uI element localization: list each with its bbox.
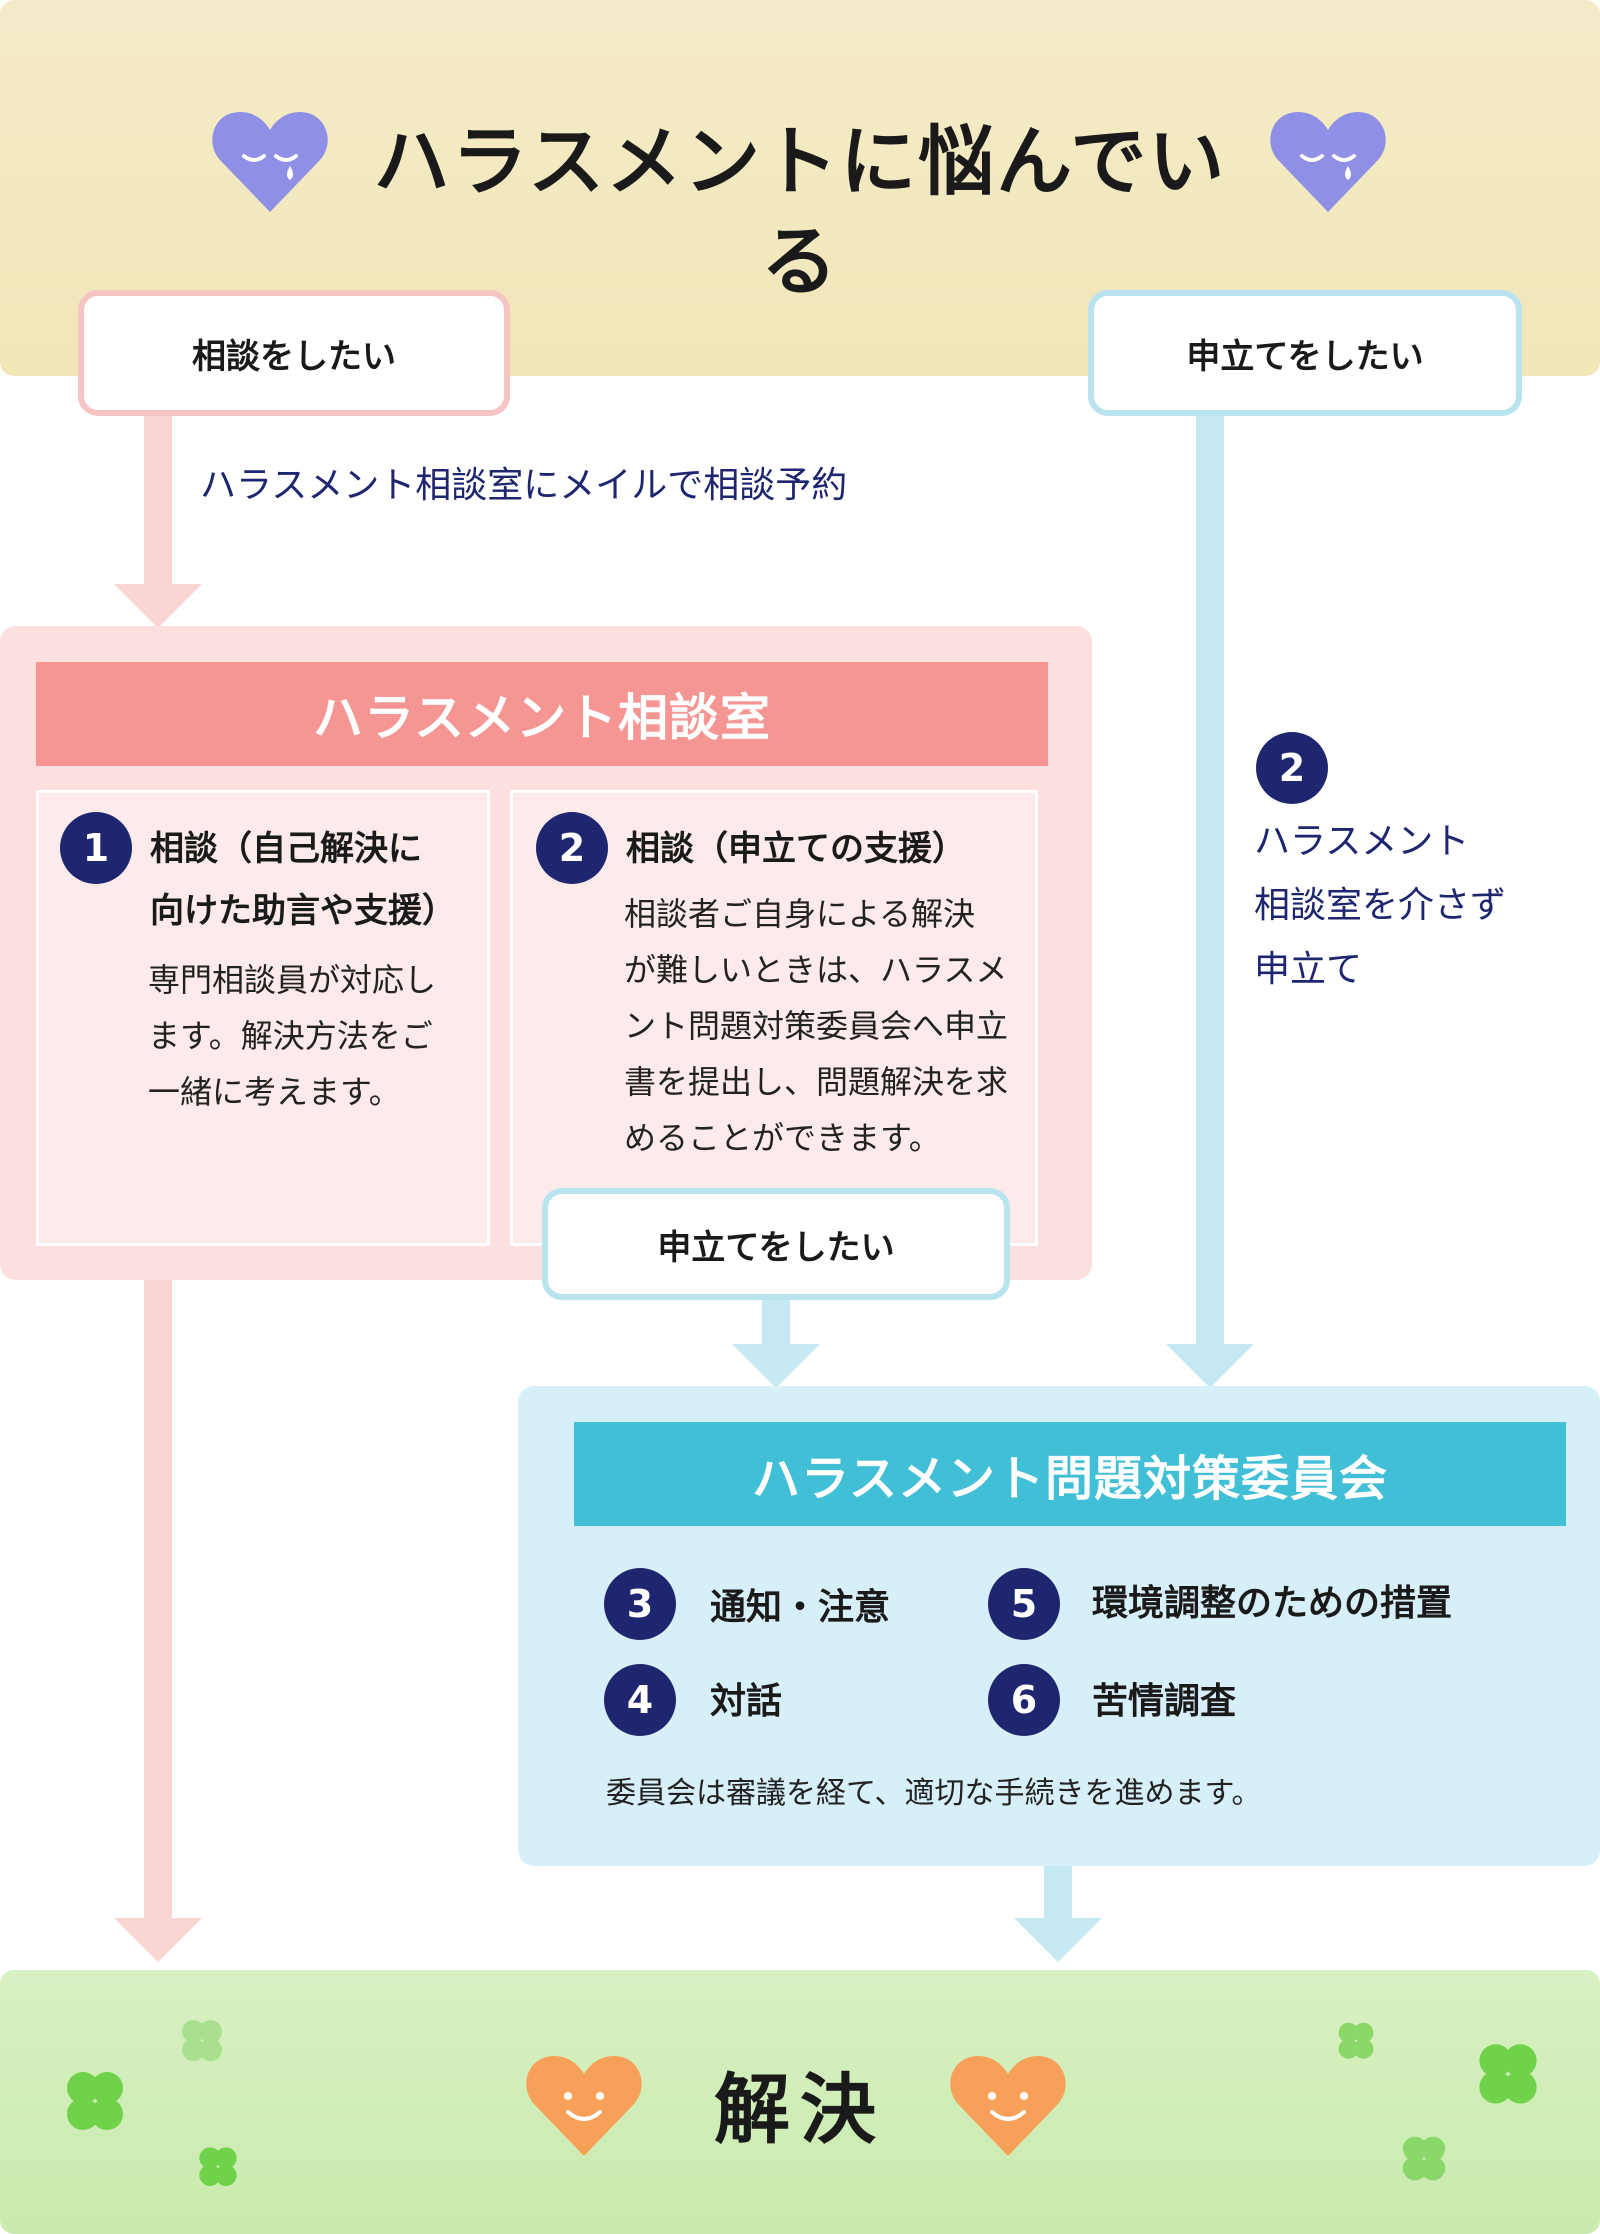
arrow-room-to-committee <box>762 1300 790 1346</box>
clover-icon <box>1402 2136 1446 2181</box>
petition-choice-button[interactable]: 申立てをしたい <box>1088 290 1522 416</box>
happy-heart-icon <box>526 2056 642 2156</box>
clover-icon <box>199 2147 237 2186</box>
sad-heart-icon <box>1270 112 1386 212</box>
committee-item-3: 通知・注意 <box>710 1587 891 1628</box>
step-2-number: 2 <box>1256 732 1328 804</box>
clover-icon <box>1338 2022 1374 2059</box>
arrow-head <box>1014 1918 1102 1962</box>
arrow-committee-to-resolution <box>1044 1866 1072 1920</box>
arrow-room-to-resolution <box>144 1280 172 1920</box>
direct-petition-text: ハラスメント 相談室を介さず 申立て <box>1254 821 1507 990</box>
consult-reservation-note: ハラスメント相談室にメイルで相談予約 <box>200 465 848 506</box>
arrow-consult-to-room <box>144 416 172 586</box>
consult-choice-button[interactable]: 相談をしたい <box>78 290 510 416</box>
sad-heart-icon <box>212 112 328 212</box>
clover-icon <box>67 2072 123 2130</box>
happy-heart-icon <box>950 2056 1066 2156</box>
consult-item-2-body: 相談者ご自身による解決 が難しいときは、ハラスメ ント問題対策委員会へ申立 書を… <box>624 895 1009 1157</box>
bottom-band <box>0 1970 1600 2234</box>
consultation-room-title: ハラスメント相談室 <box>36 662 1048 766</box>
consult-item-1-body: 専門相談員が対応し ます。解決方法をご 一緒に考えます。 <box>148 961 437 1111</box>
arrow-head <box>114 584 202 628</box>
committee-note: 委員会は審議を経て、適切な手続きを進めます。 <box>606 1776 1262 1811</box>
clover-icon <box>1479 2044 1537 2104</box>
step-4-number: 4 <box>604 1664 676 1736</box>
step-2-number: 2 <box>536 812 608 884</box>
consult-item-1-title: 相談（自己解決に 向けた助言や支援） <box>150 829 456 931</box>
consult-item-2-title: 相談（申立ての支援） <box>626 829 966 869</box>
step-1-number: 1 <box>60 812 132 884</box>
clover-icon <box>182 2019 222 2062</box>
room-petition-button[interactable]: 申立てをしたい <box>542 1188 1010 1300</box>
resolution-title: 解決 <box>714 2065 886 2154</box>
step-3-number: 3 <box>604 1568 676 1640</box>
arrow-head <box>1166 1344 1254 1388</box>
committee-item-4: 対話 <box>710 1681 783 1722</box>
page-title: ハラスメントに悩んでいる <box>373 117 1227 306</box>
committee-item-5: 環境調整のための措置 <box>1092 1583 1453 1624</box>
arrow-head <box>732 1344 820 1388</box>
arrow-direct-petition <box>1196 416 1224 1346</box>
step-6-number: 6 <box>988 1664 1060 1736</box>
arrow-head <box>114 1918 202 1962</box>
step-5-number: 5 <box>988 1568 1060 1640</box>
consult-item-2 <box>510 790 1038 1246</box>
committee-item-6: 苦情調査 <box>1092 1681 1237 1722</box>
committee-title: ハラスメント問題対策委員会 <box>574 1422 1566 1526</box>
